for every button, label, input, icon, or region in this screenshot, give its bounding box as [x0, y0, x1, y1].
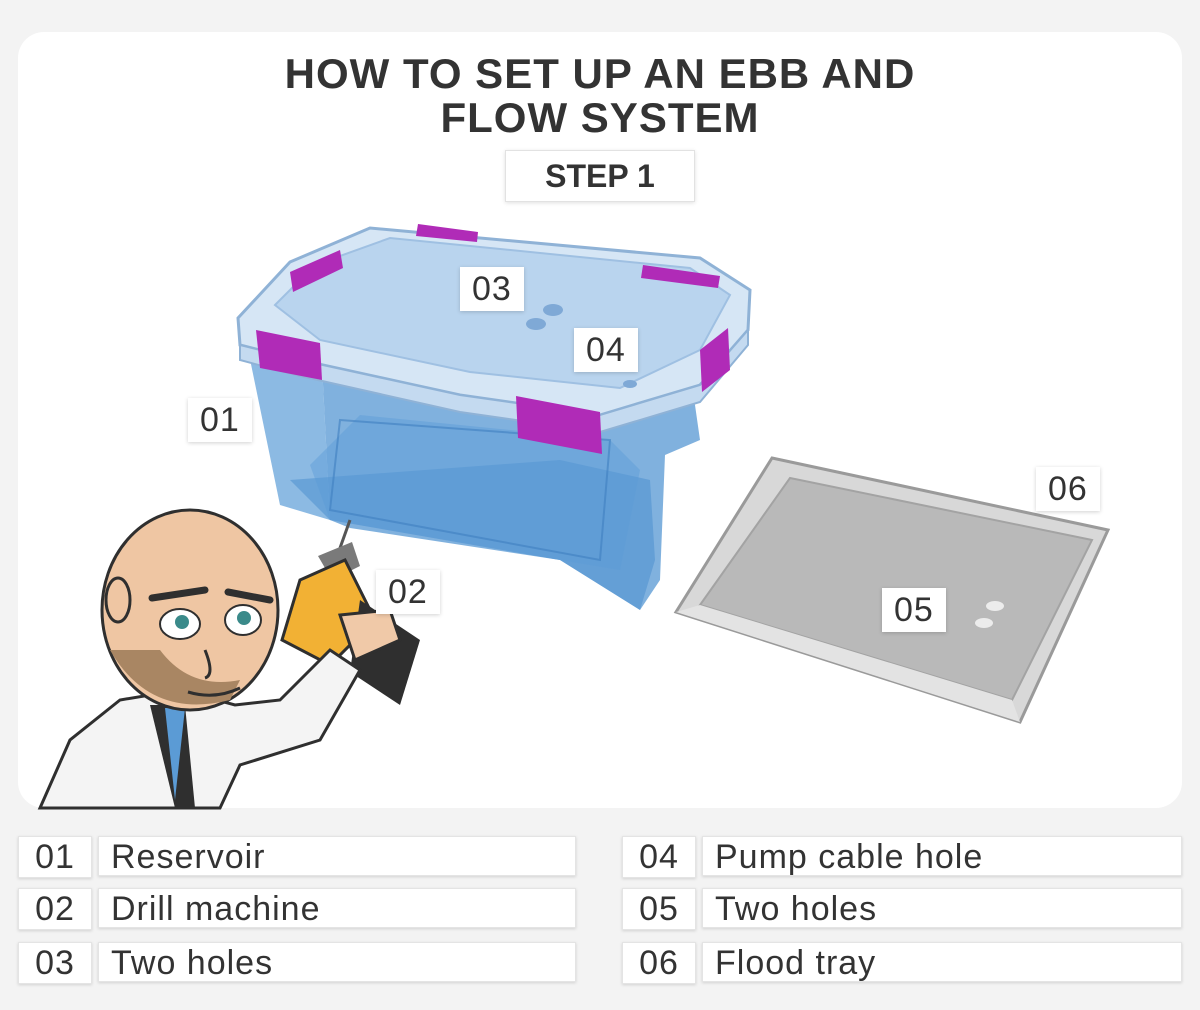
legend-item: 04 Pump cable hole [622, 836, 1182, 878]
legend-label: Two holes [98, 942, 576, 982]
legend-item: 06 Flood tray [622, 942, 1182, 984]
legend-item: 01 Reservoir [18, 836, 576, 878]
legend-number: 06 [622, 942, 696, 984]
title-line-1: HOW TO SET UP AN EBB AND [284, 50, 916, 97]
drill-illustration [280, 519, 420, 705]
legend-label: Pump cable hole [702, 836, 1182, 876]
legend-label: Two holes [702, 888, 1182, 928]
title-line-2: FLOW SYSTEM [440, 94, 760, 141]
legend-number: 05 [622, 888, 696, 930]
callout-03: 03 [460, 267, 524, 311]
legend-number: 01 [18, 836, 92, 878]
page-title: HOW TO SET UP AN EBB AND FLOW SYSTEM [0, 52, 1200, 140]
legend-item: 03 Two holes [18, 942, 576, 984]
scientist-character-illustration [37, 508, 362, 810]
callout-05: 05 [882, 588, 946, 632]
legend-number: 02 [18, 888, 92, 930]
step-badge: STEP 1 [505, 150, 695, 202]
legend-label: Reservoir [98, 836, 576, 876]
callout-06: 06 [1036, 467, 1100, 511]
callout-01: 01 [188, 398, 252, 442]
legend-number: 04 [622, 836, 696, 878]
ebb-flow-illustration [37, 224, 1111, 810]
legend-label: Drill machine [98, 888, 576, 928]
legend-item: 05 Two holes [622, 888, 1182, 930]
callout-04: 04 [574, 328, 638, 372]
legend-item: 02 Drill machine [18, 888, 576, 930]
legend-number: 03 [18, 942, 92, 984]
callout-02: 02 [376, 570, 440, 614]
legend-label: Flood tray [702, 942, 1182, 982]
